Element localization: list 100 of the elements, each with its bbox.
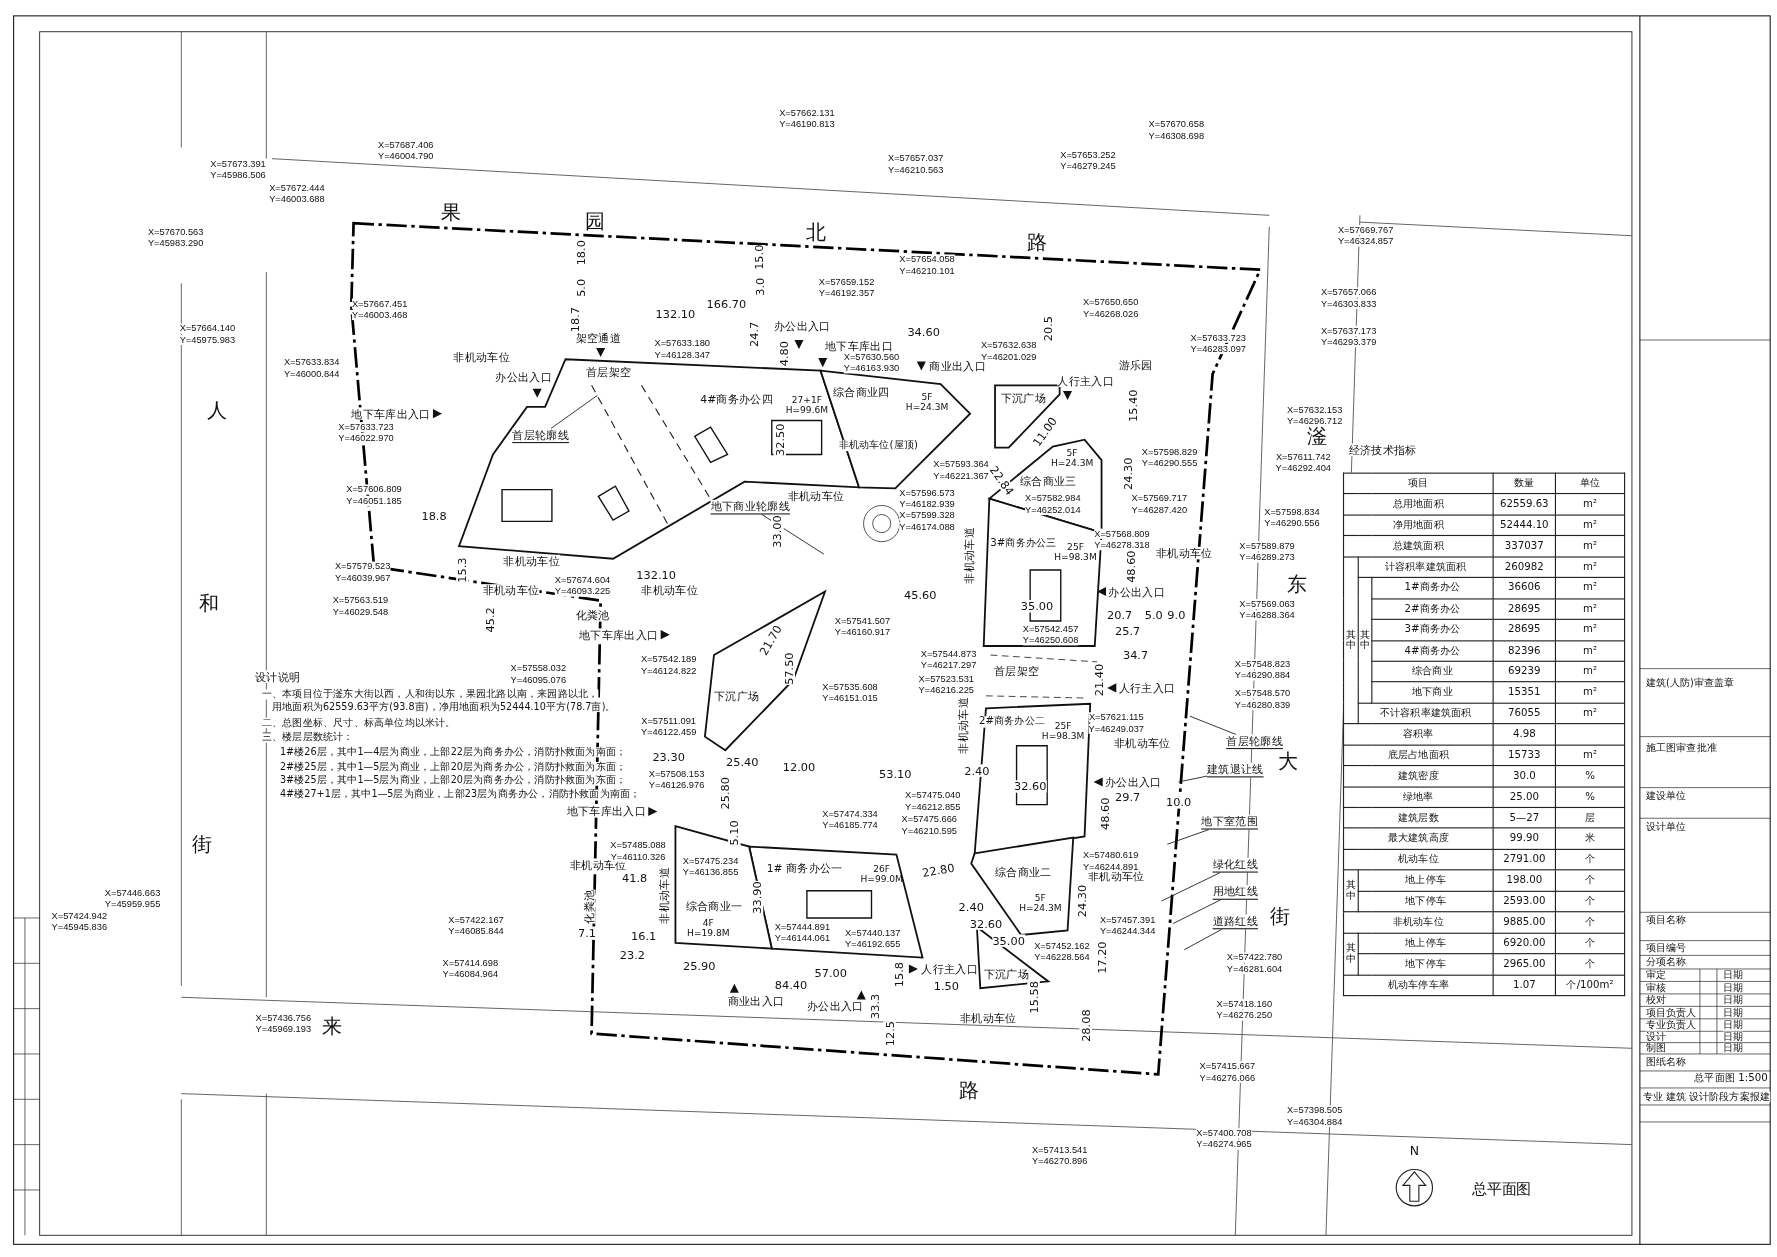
title-block-label: 日期 xyxy=(1722,1020,1743,1031)
title-block-label: 日期 xyxy=(1722,970,1743,982)
coordinate-label: X=57632.638 xyxy=(980,340,1037,351)
coordinate-label: Y=46004.790 xyxy=(378,151,434,162)
coordinate-label: Y=46276.066 xyxy=(1199,1072,1256,1083)
area-label: 非机动车位 xyxy=(482,584,540,597)
coordinate-label: Y=46216.225 xyxy=(918,685,975,696)
callout-label: 绿化红线 xyxy=(1212,857,1258,873)
title-block-label: 校对 xyxy=(1645,995,1666,1006)
area-label: 游乐园 xyxy=(1118,358,1153,372)
coordinate-label: Y=46287.420 xyxy=(1131,504,1188,516)
table-cell: 99.90 xyxy=(1493,828,1556,850)
coordinate-label: X=57563.519 xyxy=(332,595,389,606)
callout-label: 地下室范围 xyxy=(1201,814,1258,830)
title-block-label: 专业负责人 xyxy=(1645,1020,1697,1031)
road-name: 滏 xyxy=(1306,425,1328,448)
coordinate-label: Y=46290.556 xyxy=(1264,518,1320,529)
area-label: 非机动车位 xyxy=(503,554,560,568)
coordinate-label: X=57422.780 xyxy=(1226,952,1283,963)
coordinate-label: Y=46292.404 xyxy=(1275,462,1331,474)
coordinate-label: Y=46210.595 xyxy=(901,825,958,836)
floor-height-label: 5F H=24.3M xyxy=(905,393,949,414)
coordinate-label: X=57569.063 xyxy=(1239,598,1295,610)
coordinate-label: Y=46000.844 xyxy=(283,368,340,380)
coordinate-label: X=57599.328 xyxy=(899,510,955,521)
dimension-label: 23.2 xyxy=(619,949,645,962)
dimension-label: 2.40 xyxy=(958,900,984,913)
coordinate-label: Y=46250.608 xyxy=(1022,635,1079,646)
coordinate-label: X=57672.444 xyxy=(269,183,325,194)
callout-label: 地下商业轮廓线 xyxy=(710,499,790,515)
coordinate-label: X=57670.563 xyxy=(147,227,204,238)
road-name: 北 xyxy=(805,221,827,244)
dimension-label: 41.8 xyxy=(622,872,648,885)
title-block-label: 日期 xyxy=(1722,1031,1743,1043)
coordinate-label: Y=46003.468 xyxy=(351,309,408,321)
table-cell: 52444.10 xyxy=(1493,514,1556,536)
dimension-label: 28.08 xyxy=(1079,1009,1092,1042)
title-block-label: 日期 xyxy=(1722,1007,1743,1019)
callout-label: 首层轮廓线 xyxy=(1226,734,1283,750)
building-name: 2#商务办公二 xyxy=(979,716,1046,728)
area-label: 非机动车位 xyxy=(787,490,845,503)
dimension-label: 32.60 xyxy=(969,917,1003,930)
coordinate-label: Y=46144.061 xyxy=(774,933,831,944)
area-label: 人行主入口 xyxy=(1057,374,1114,387)
coordinate-label: Y=46252.014 xyxy=(1025,504,1081,516)
dimension-label: 5.0 xyxy=(575,278,588,297)
dimension-label: 10.0 xyxy=(1166,796,1192,809)
coordinate-label: Y=46136.855 xyxy=(682,867,739,878)
area-label: 非机动车位 xyxy=(1114,737,1171,750)
building-name: 综合商业三 xyxy=(1019,475,1077,488)
coordinate-label: Y=45945.836 xyxy=(51,921,108,933)
floor-height-label: 27+1F H=99.6M xyxy=(785,395,829,416)
title-block-label: 建筑 xyxy=(1665,1091,1687,1103)
dimension-label: 12.5 xyxy=(883,1020,896,1047)
area-label: 非机动车位 xyxy=(1155,546,1213,560)
title-block-label: 方案报建 xyxy=(1729,1091,1771,1103)
coordinate-label: Y=46249.037 xyxy=(1088,723,1145,734)
dimension-label: 18.8 xyxy=(421,509,447,522)
dimension-label: 32.60 xyxy=(1013,780,1047,793)
dimension-label: 18.0 xyxy=(575,240,588,266)
coordinate-label: Y=46128.347 xyxy=(654,349,710,360)
coordinate-label: X=57485.088 xyxy=(610,840,666,851)
coordinate-label: Y=46212.855 xyxy=(904,801,961,812)
area-label: 非机动车道 xyxy=(962,527,976,584)
coordinate-label: Y=46281.604 xyxy=(1226,963,1283,975)
dimension-label: 166.70 xyxy=(706,297,747,310)
coordinate-label: X=57673.391 xyxy=(210,159,266,170)
leader-line xyxy=(1172,899,1221,925)
dimension-label: 34.7 xyxy=(1122,648,1149,662)
coordinate-label: X=57637.173 xyxy=(1320,325,1377,337)
area-label: 办公出入口 xyxy=(774,320,831,333)
dimension-label: 24.7 xyxy=(747,321,760,347)
dimension-label: 21.40 xyxy=(1093,663,1106,697)
coordinate-label: Y=46192.655 xyxy=(844,938,901,950)
area-label: 地下车库出入口 xyxy=(579,628,659,641)
coordinate-label: Y=46268.026 xyxy=(1082,308,1139,320)
area-label: 地下车库出入口 xyxy=(351,407,431,420)
table-cell: 15733 xyxy=(1493,744,1556,766)
coordinate-label: X=57535.608 xyxy=(822,681,878,692)
coordinate-label: X=57542.189 xyxy=(640,654,697,665)
coordinate-label: Y=46029.548 xyxy=(332,606,389,618)
coordinate-label: X=57653.252 xyxy=(1060,150,1116,161)
coordinate-label: X=57593.364 xyxy=(933,459,989,470)
building-name: 综合商业一 xyxy=(685,900,743,913)
coordinate-label: X=57415.667 xyxy=(1199,1061,1256,1072)
coordinate-label: X=57544.873 xyxy=(920,648,977,659)
coordinate-label: Y=46244.891 xyxy=(1082,861,1139,873)
coordinate-label: X=57440.137 xyxy=(844,927,901,938)
coordinate-label: X=57541.507 xyxy=(834,615,891,627)
building-name: 4#商务办公四 xyxy=(700,394,773,406)
coordinate-label: Y=46279.245 xyxy=(1060,161,1116,172)
coordinate-label: Y=46228.564 xyxy=(1034,952,1090,963)
coordinate-label: Y=46022.970 xyxy=(338,433,394,444)
coordinate-label: X=57654.058 xyxy=(899,254,955,265)
coordinate-label: X=57475.234 xyxy=(682,856,739,867)
title-block-label: 审定 xyxy=(1645,970,1666,982)
dimension-label: 2.40 xyxy=(964,764,990,777)
road-name: 来 xyxy=(321,1014,343,1037)
dimension-label: 15.40 xyxy=(1127,389,1140,422)
coordinate-label: Y=46244.344 xyxy=(1099,926,1156,937)
